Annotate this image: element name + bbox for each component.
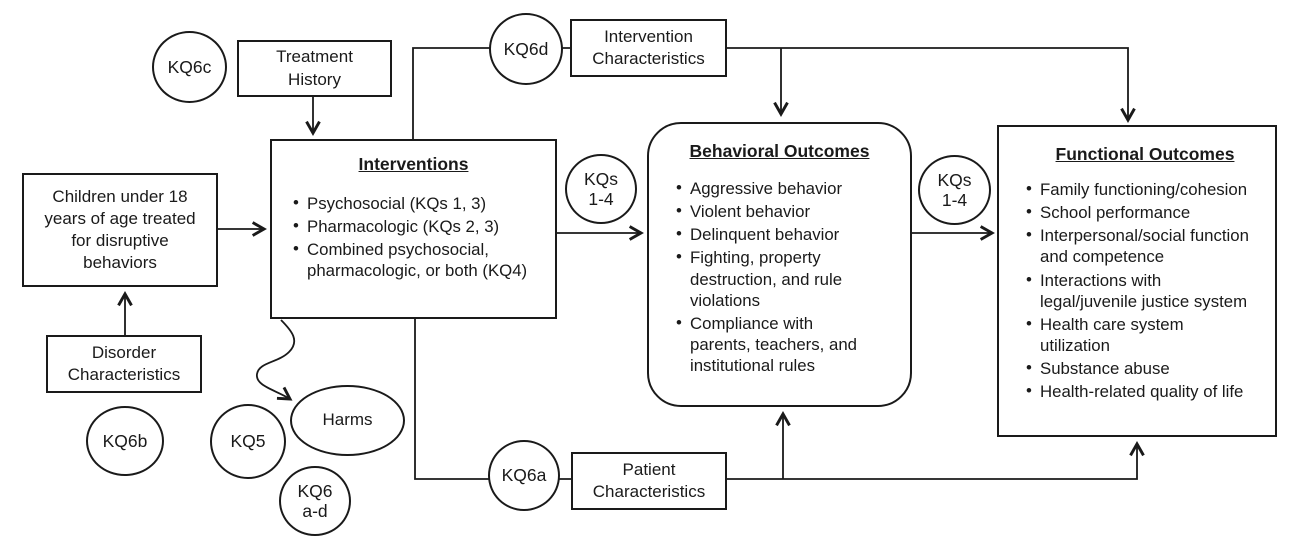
kq6-a-d-line1: KQ6 xyxy=(297,480,333,501)
behavioral-outcomes-list: Aggressive behaviorViolent behaviorDelin… xyxy=(675,177,868,376)
node-interventions: Interventions Psychosocial (KQs 1, 3)Pha… xyxy=(270,139,557,319)
node-behavioral-outcomes: Behavioral Outcomes Aggressive behaviorV… xyxy=(647,122,912,407)
node-disorder-characteristics: Disorder Characteristics xyxy=(46,335,202,393)
node-harms: Harms xyxy=(290,385,405,456)
list-item: Interactions with legal/juvenile justice… xyxy=(1025,269,1257,312)
kq6c-label: KQ6c xyxy=(167,56,212,77)
kq5-label: KQ5 xyxy=(230,431,266,452)
disorder-characteristics-label: Disorder Characteristics xyxy=(67,342,181,384)
functional-outcomes-title: Functional Outcomes xyxy=(1055,144,1235,164)
kq6d-label: KQ6d xyxy=(503,38,549,59)
badge-kqs-1-4-functional: KQs 1-4 xyxy=(918,155,991,225)
connector-bottom-line-to-functional xyxy=(414,319,1145,480)
intervention-characteristics-label: Intervention Characteristics xyxy=(592,26,705,68)
kq6-a-d-line2: a-d xyxy=(302,501,328,521)
interventions-title: Interventions xyxy=(358,154,469,174)
functional-outcomes-list: Family functioning/cohesionSchool perfor… xyxy=(1025,178,1257,403)
list-item: Aggressive behavior xyxy=(675,177,868,199)
kq6b-label: KQ6b xyxy=(102,430,148,451)
kqs-1-4-line1: KQs xyxy=(937,169,972,190)
patient-characteristics-label: Patient Characteristics xyxy=(592,459,706,501)
harms-label: Harms xyxy=(322,410,373,430)
badge-kq6a: KQ6a xyxy=(488,440,560,511)
list-item: Health care system utilization xyxy=(1025,313,1257,356)
badge-kq6c: KQ6c xyxy=(152,31,227,103)
population-label: Children under 18 years of age treated f… xyxy=(44,186,196,273)
node-intervention-characteristics: Intervention Characteristics xyxy=(570,19,727,77)
list-item: Fighting, property destruction, and rule… xyxy=(675,246,868,310)
badge-kq6b: KQ6b xyxy=(86,406,164,476)
node-treatment-history: Treatment History xyxy=(237,40,392,97)
behavioral-outcomes-title: Behavioral Outcomes xyxy=(689,141,870,161)
list-item: Substance abuse xyxy=(1025,357,1257,379)
node-functional-outcomes: Functional Outcomes Family functioning/c… xyxy=(997,125,1277,437)
badge-kq6-a-d: KQ6 a-d xyxy=(279,466,351,536)
badge-kqs-1-4-behavioral: KQs 1-4 xyxy=(565,154,637,224)
list-item: Combined psychosocial, pharmacologic, or… xyxy=(292,238,549,281)
kqs-1-4-line1: KQs xyxy=(583,168,619,189)
connector-interventions-to-harms xyxy=(256,319,296,401)
kq6a-label: KQ6a xyxy=(501,465,547,486)
kqs-1-4-line2: 1-4 xyxy=(941,190,968,210)
node-patient-characteristics: Patient Characteristics xyxy=(571,452,727,510)
connector-top-line-to-functional xyxy=(412,47,1136,139)
list-item: Psychosocial (KQs 1, 3) xyxy=(292,192,549,214)
list-item: School performance xyxy=(1025,201,1257,223)
badge-kq5: KQ5 xyxy=(210,404,286,479)
node-population: Children under 18 years of age treated f… xyxy=(22,173,218,287)
list-item: Violent behavior xyxy=(675,200,868,222)
badge-kq6d: KQ6d xyxy=(489,13,563,85)
list-item: Health-related quality of life xyxy=(1025,380,1257,402)
kqs-1-4-line2: 1-4 xyxy=(588,189,614,209)
treatment-history-label: Treatment History xyxy=(276,47,353,89)
list-item: Delinquent behavior xyxy=(675,223,868,245)
list-item: Interpersonal/social function and compet… xyxy=(1025,224,1257,267)
list-item: Pharmacologic (KQs 2, 3) xyxy=(292,215,549,237)
list-item: Compliance with parents, teachers, and i… xyxy=(675,312,868,376)
interventions-list: Psychosocial (KQs 1, 3)Pharmacologic (KQ… xyxy=(292,192,549,282)
list-item: Family functioning/cohesion xyxy=(1025,178,1257,200)
